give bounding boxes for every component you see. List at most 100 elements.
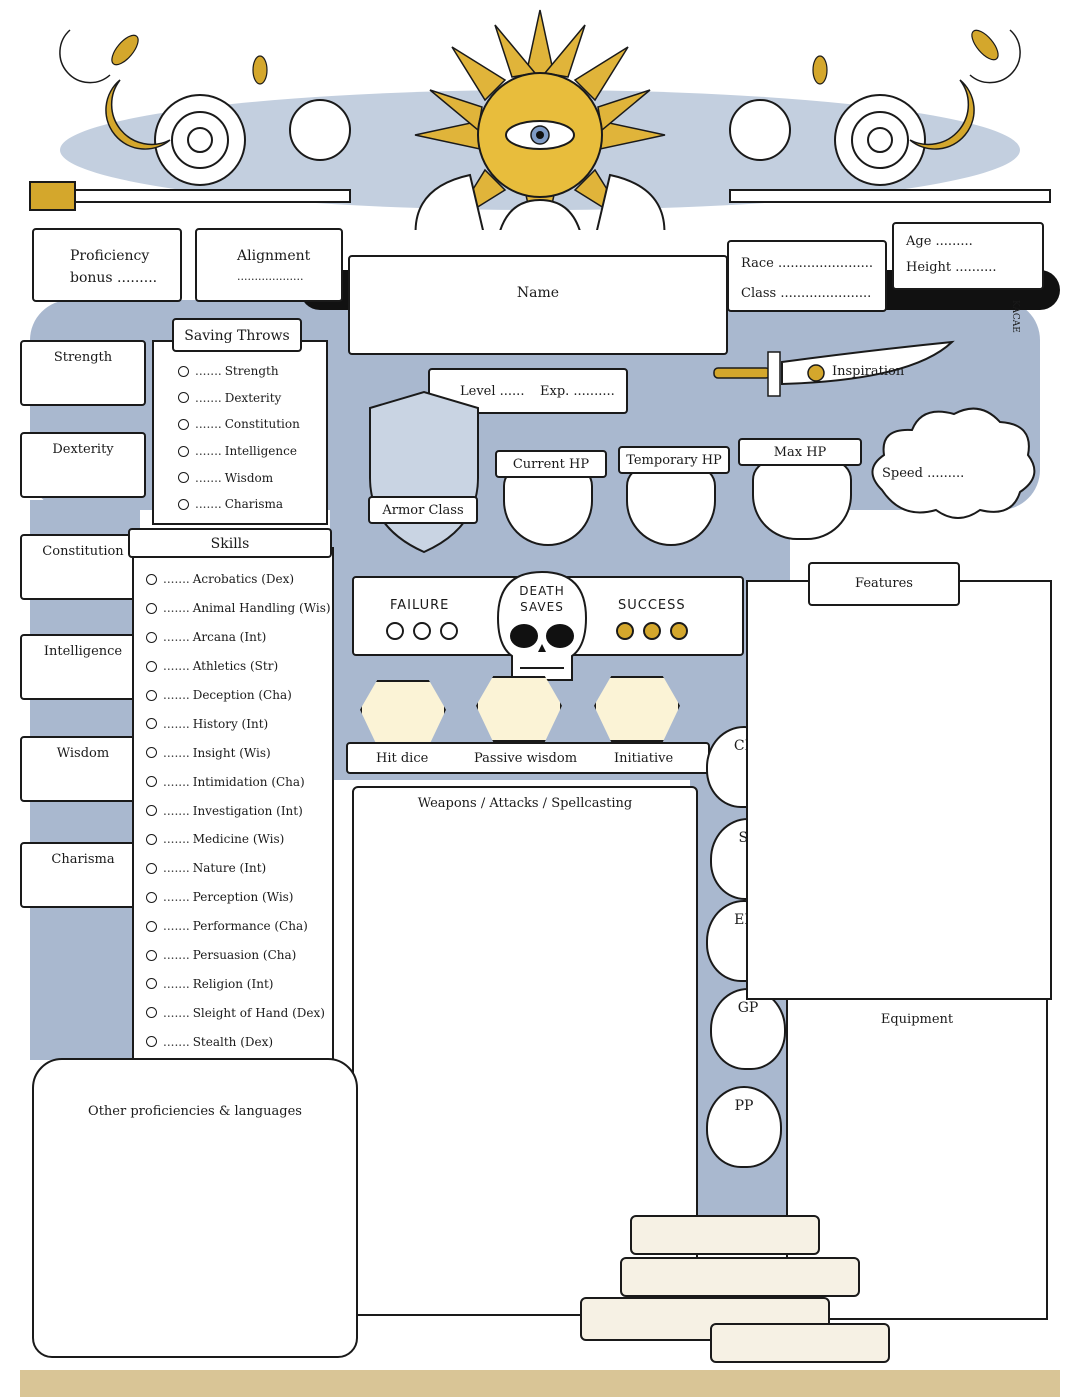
ability-box-strength[interactable]: Strength (20, 340, 146, 406)
skill-row[interactable]: .......Sleight of Hand (Dex) (146, 998, 331, 1027)
coin-pouch-gp[interactable]: GP (710, 988, 786, 1070)
skill-row[interactable]: .......Stealth (Dex) (146, 1027, 331, 1056)
proficiency-check[interactable] (146, 833, 157, 845)
saving-throw-row[interactable]: .......Constitution (178, 411, 300, 438)
proficiency-check[interactable] (146, 573, 157, 585)
proficiency-check[interactable] (146, 1036, 157, 1048)
skill-row[interactable]: .......Nature (Int) (146, 854, 331, 883)
saving-throw-row[interactable]: .......Charisma (178, 491, 300, 518)
ability-label: Intelligence (43, 644, 123, 659)
value-dots: ....... (195, 497, 222, 512)
saving-throw-row[interactable]: .......Intelligence (178, 438, 300, 465)
ability-box-intelligence[interactable]: Intelligence (20, 634, 146, 700)
skill-row[interactable]: .......Persuasion (Cha) (146, 941, 331, 970)
initiative-gem[interactable] (594, 676, 680, 742)
proficiency-check[interactable] (178, 472, 189, 484)
ability-box-charisma[interactable]: Charisma (20, 842, 146, 908)
proficiency-check[interactable] (178, 445, 189, 457)
proficiency-check[interactable] (146, 805, 157, 817)
value-dots: ....... (195, 417, 222, 432)
proficiency-check[interactable] (146, 776, 157, 788)
proficiency-check[interactable] (146, 747, 157, 759)
proficiency-check[interactable] (178, 365, 189, 377)
value-dots: ....... (163, 688, 190, 702)
proficiency-check[interactable] (146, 718, 157, 730)
alignment-box[interactable]: Alignment ................... (195, 228, 343, 302)
skill-row[interactable]: .......Athletics (Str) (146, 652, 331, 681)
proficiency-check[interactable] (146, 660, 157, 672)
current-hp-label-box: Current HP (495, 450, 607, 478)
max-hp-potion[interactable] (752, 460, 852, 540)
value-dots: ....... (195, 470, 222, 485)
value-dots: ....... (195, 444, 222, 459)
inspiration-sword[interactable]: Inspiration (712, 340, 958, 400)
proficiency-check[interactable] (146, 689, 157, 701)
ability-box-constitution[interactable]: Constitution (20, 534, 146, 600)
saving-throw-row[interactable]: .......Dexterity (178, 385, 300, 412)
success-check-3[interactable] (670, 622, 688, 640)
skill-row[interactable]: .......Medicine (Wis) (146, 825, 331, 854)
other-proficiencies-panel[interactable]: Other proficiencies & languages (32, 1058, 358, 1358)
height-label: Height .......... (906, 260, 997, 275)
failure-check-3[interactable] (440, 622, 458, 640)
speed-cloud[interactable]: Speed ......... (862, 400, 1042, 526)
skill-row[interactable]: .......Intimidation (Cha) (146, 767, 331, 796)
saving-throw-label: Charisma (224, 497, 284, 512)
skill-label: Nature (Int) (192, 861, 267, 876)
proficiency-check[interactable] (178, 392, 189, 404)
weapons-panel[interactable]: Weapons / Attacks / Spellcasting (352, 786, 698, 1316)
proficiency-check[interactable] (146, 949, 157, 961)
ability-box-dexterity[interactable]: Dexterity (20, 432, 146, 498)
passive-wisdom-gem[interactable] (476, 676, 562, 742)
skill-label: Insight (Wis) (192, 745, 271, 760)
max-hp-label-box: Max HP (738, 438, 862, 466)
stats-banner: Hit dice Passive wisdom Initiative (346, 742, 710, 774)
skill-row[interactable]: .......Acrobatics (Dex) (146, 565, 331, 594)
value-dots: ....... (163, 1034, 190, 1049)
temporary-hp-potion[interactable] (626, 466, 716, 546)
skill-row[interactable]: .......Performance (Cha) (146, 912, 331, 941)
failure-check-2[interactable] (413, 622, 431, 640)
current-hp-potion[interactable] (503, 466, 593, 546)
armor-class-shield[interactable] (360, 388, 488, 558)
saving-throw-label: Intelligence (224, 444, 297, 459)
temporary-hp-label: Temporary HP (626, 453, 722, 468)
proficiency-bonus-box[interactable]: Proficiency bonus ......... (32, 228, 182, 302)
skill-row[interactable]: .......History (Int) (146, 709, 331, 738)
armor-class-label: Armor Class (382, 503, 464, 518)
proficiency-check[interactable] (146, 891, 157, 903)
race-class-box[interactable]: Race ....................... Class .....… (727, 240, 887, 312)
saving-throw-row[interactable]: .......Strength (178, 358, 300, 385)
proficiency-check[interactable] (146, 862, 157, 874)
success-check-2[interactable] (643, 622, 661, 640)
age-height-box[interactable]: Age ......... Height .......... (892, 222, 1044, 290)
skill-row[interactable]: .......Insight (Wis) (146, 738, 331, 767)
success-check-1[interactable] (616, 622, 634, 640)
initiative-label: Initiative (614, 751, 674, 766)
coin-pouch-pp[interactable]: PP (706, 1086, 782, 1168)
skill-row[interactable]: .......Perception (Wis) (146, 883, 331, 912)
name-box[interactable]: Name (348, 255, 728, 355)
level-exp-box[interactable]: Level ...... Exp. .......... (428, 368, 628, 414)
proficiency-check[interactable] (146, 920, 157, 932)
proficiency-check[interactable] (178, 418, 189, 430)
failure-label: FAILURE (390, 598, 450, 613)
proficiency-check[interactable] (146, 602, 157, 614)
skill-row[interactable]: .......Arcana (Int) (146, 623, 331, 652)
hit-dice-gem[interactable] (360, 680, 446, 746)
skill-row[interactable]: .......Investigation (Int) (146, 796, 331, 825)
skill-row[interactable]: .......Deception (Cha) (146, 681, 331, 710)
proficiency-check[interactable] (146, 631, 157, 643)
ability-box-wisdom[interactable]: Wisdom (20, 736, 146, 802)
skill-row[interactable]: .......Animal Handling (Wis) (146, 594, 331, 623)
proficiency-check[interactable] (178, 498, 189, 510)
exp-label: Exp. .......... (540, 384, 615, 399)
features-panel[interactable] (746, 580, 1052, 1000)
proficiency-check[interactable] (146, 1007, 157, 1019)
skill-row[interactable]: .......Religion (Int) (146, 969, 331, 998)
proficiency-label: Proficiency (70, 248, 150, 264)
failure-check-1[interactable] (386, 622, 404, 640)
failure-checks (386, 622, 467, 644)
proficiency-check[interactable] (146, 978, 157, 990)
saving-throw-row[interactable]: .......Wisdom (178, 464, 300, 491)
